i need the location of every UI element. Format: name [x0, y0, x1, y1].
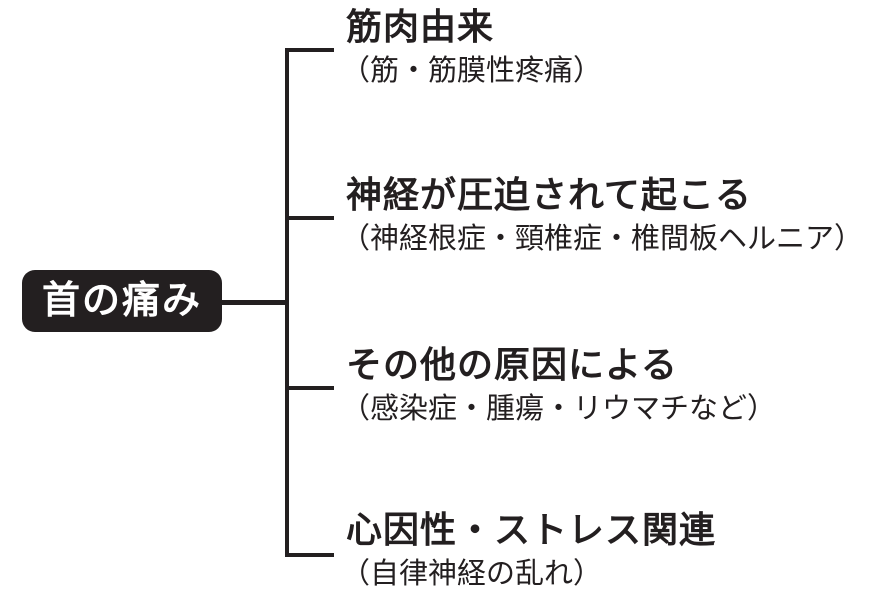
branch-connector-2: [285, 216, 334, 220]
branch-connector-4: [285, 553, 334, 557]
branch-psychogenic-stress: 心因性・ストレス関連 （自律神経の乱れ）: [341, 507, 716, 596]
root-node: 首の痛み: [22, 270, 222, 332]
branch-title: その他の原因による: [346, 344, 678, 385]
branch-other-causes: その他の原因による （感染症・腫瘍・リウマチなど）: [341, 342, 776, 431]
branch-title: 神経が圧迫されて起こる: [346, 174, 752, 215]
branch-subtitle: （神経根症・頸椎症・椎間板ヘルニア）: [341, 223, 864, 255]
branch-connector-3: [285, 386, 334, 390]
branch-subtitle: （感染症・腫瘍・リウマチなど）: [341, 393, 777, 425]
branch-connector-1: [285, 48, 334, 52]
branch-subtitle: （自律神経の乱れ）: [341, 558, 603, 590]
branch-title: 筋肉由来: [346, 6, 495, 47]
branch-nerve-compression: 神経が圧迫されて起こる （神経根症・頸椎症・椎間板ヘルニア）: [341, 172, 863, 261]
branch-muscle: 筋肉由来 （筋・筋膜性疼痛）: [341, 4, 602, 93]
branch-subtitle: （筋・筋膜性疼痛）: [341, 55, 603, 87]
root-connector-line: [222, 300, 289, 305]
trunk-line: [285, 48, 289, 557]
root-node-label: 首の痛み: [41, 280, 202, 322]
branch-title: 心因性・ストレス関連: [346, 509, 717, 550]
